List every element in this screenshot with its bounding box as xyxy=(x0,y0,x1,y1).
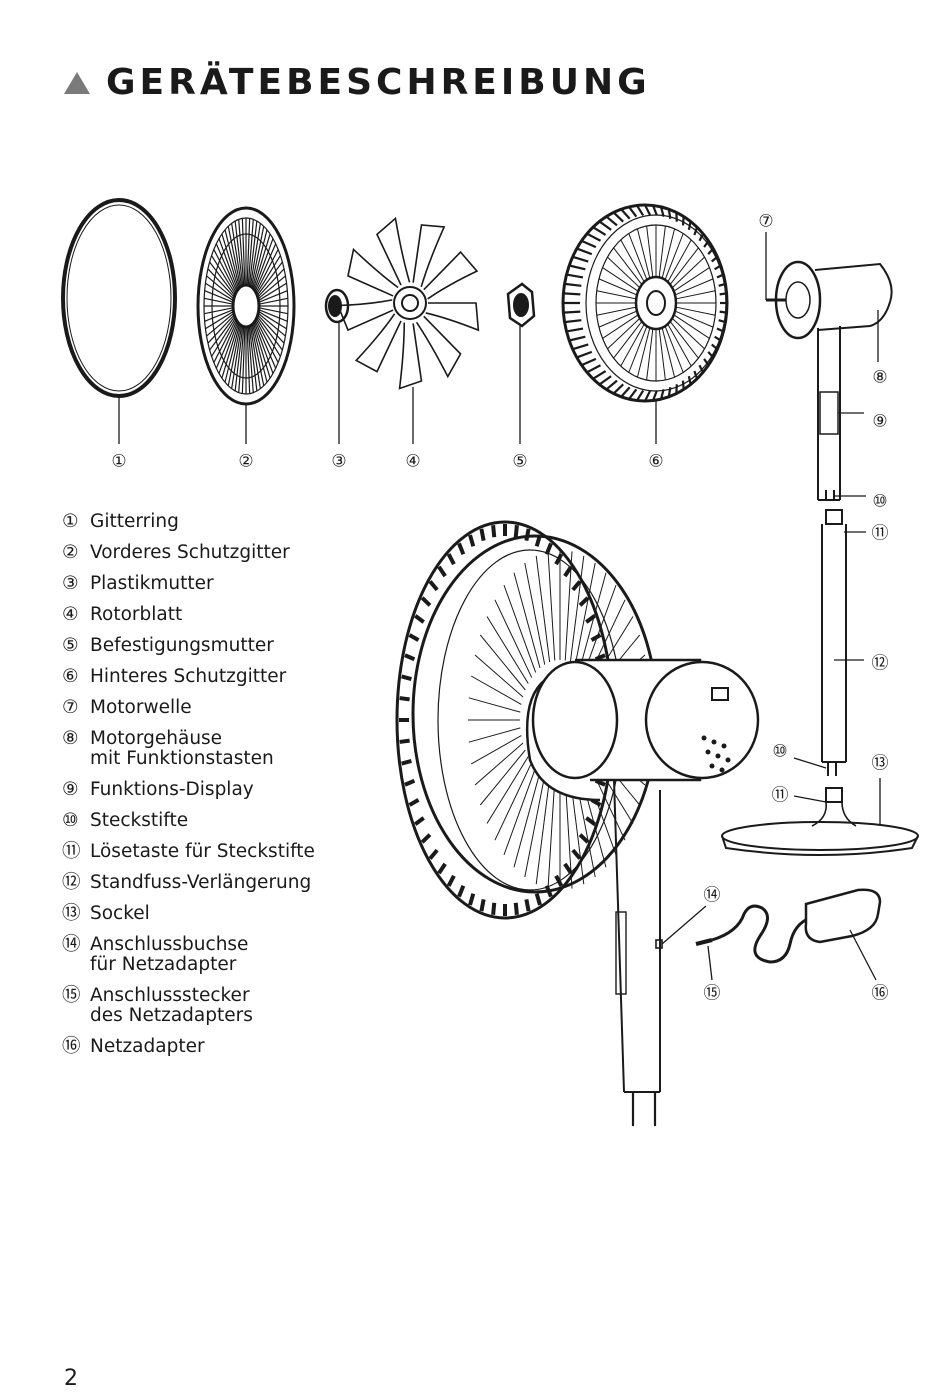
page-title: GERÄTEBESCHREIBUNG xyxy=(64,62,651,103)
legend-label: Standfuss-Verlängerung xyxy=(90,872,312,893)
extension-pole-illustration xyxy=(821,509,847,776)
plastic-nut-illustration xyxy=(324,288,350,324)
page-number: 2 xyxy=(64,1366,78,1391)
fixing-nut-illustration xyxy=(506,282,536,328)
marker-11-bottom: ⑪ xyxy=(771,785,789,806)
legend-label: Rotorblatt xyxy=(90,604,183,625)
marker-2: ② xyxy=(238,451,254,472)
marker-13: ⑬ xyxy=(871,753,889,774)
marker-14: ⑭ xyxy=(703,885,721,906)
legend-label: Vorderes Schutzgitter xyxy=(90,542,290,563)
rotor-blade-illustration xyxy=(336,216,480,390)
triangle-icon xyxy=(64,71,90,94)
marker-6: ⑥ xyxy=(648,451,664,472)
legend-label: Anschlussbuchse xyxy=(90,934,249,955)
legend-label: Sockel xyxy=(90,903,150,924)
marker-10-top: ⑩ xyxy=(872,491,888,512)
legend-label-line2: des Netzadapters xyxy=(90,1005,253,1026)
marker-1: ① xyxy=(111,451,127,472)
marker-3: ③ xyxy=(331,451,347,472)
base-illustration xyxy=(721,787,919,856)
motor-head-illustration xyxy=(765,232,893,501)
marker-10-bottom: ⑩ xyxy=(772,741,788,762)
legend-label: Plastikmutter xyxy=(90,573,214,594)
legend-label: Anschlussstecker xyxy=(90,985,250,1006)
legend-label: Motorwelle xyxy=(90,697,192,718)
marker-12: ⑫ xyxy=(871,653,889,674)
marker-11-top: ⑪ xyxy=(871,523,889,544)
marker-4: ④ xyxy=(405,451,421,472)
marker-16: ⑯ xyxy=(871,983,889,1004)
marker-8: ⑧ xyxy=(872,367,888,388)
assembled-fan-illustration xyxy=(395,520,760,1126)
legend-label-line2: mit Funktionstasten xyxy=(90,748,274,769)
marker-15: ⑮ xyxy=(703,983,721,1004)
page-title-text: GERÄTEBESCHREIBUNG xyxy=(106,62,651,103)
front-guard-illustration xyxy=(196,206,296,406)
legend-label: Steckstifte xyxy=(90,810,189,831)
legend-label: Netzadapter xyxy=(90,1036,205,1057)
grill-ring-illustration xyxy=(61,198,177,398)
marker-9: ⑨ xyxy=(872,411,888,432)
legend-label: Funktions-Display xyxy=(90,779,254,800)
legend-label: Motorgehäuse xyxy=(90,728,223,749)
legend-label-line2: für Netzadapter xyxy=(90,954,237,975)
power-adapter-illustration xyxy=(661,888,882,981)
legend-label: Befestigungsmutter xyxy=(90,635,274,656)
marker-7: ⑦ xyxy=(758,211,774,232)
legend-label: Hinteres Schutzgitter xyxy=(90,666,287,687)
marker-5: ⑤ xyxy=(512,451,528,472)
rear-guard-illustration xyxy=(561,203,729,403)
legend-label: Lösetaste für Steckstifte xyxy=(90,841,315,862)
legend-label: Gitterring xyxy=(90,511,179,532)
